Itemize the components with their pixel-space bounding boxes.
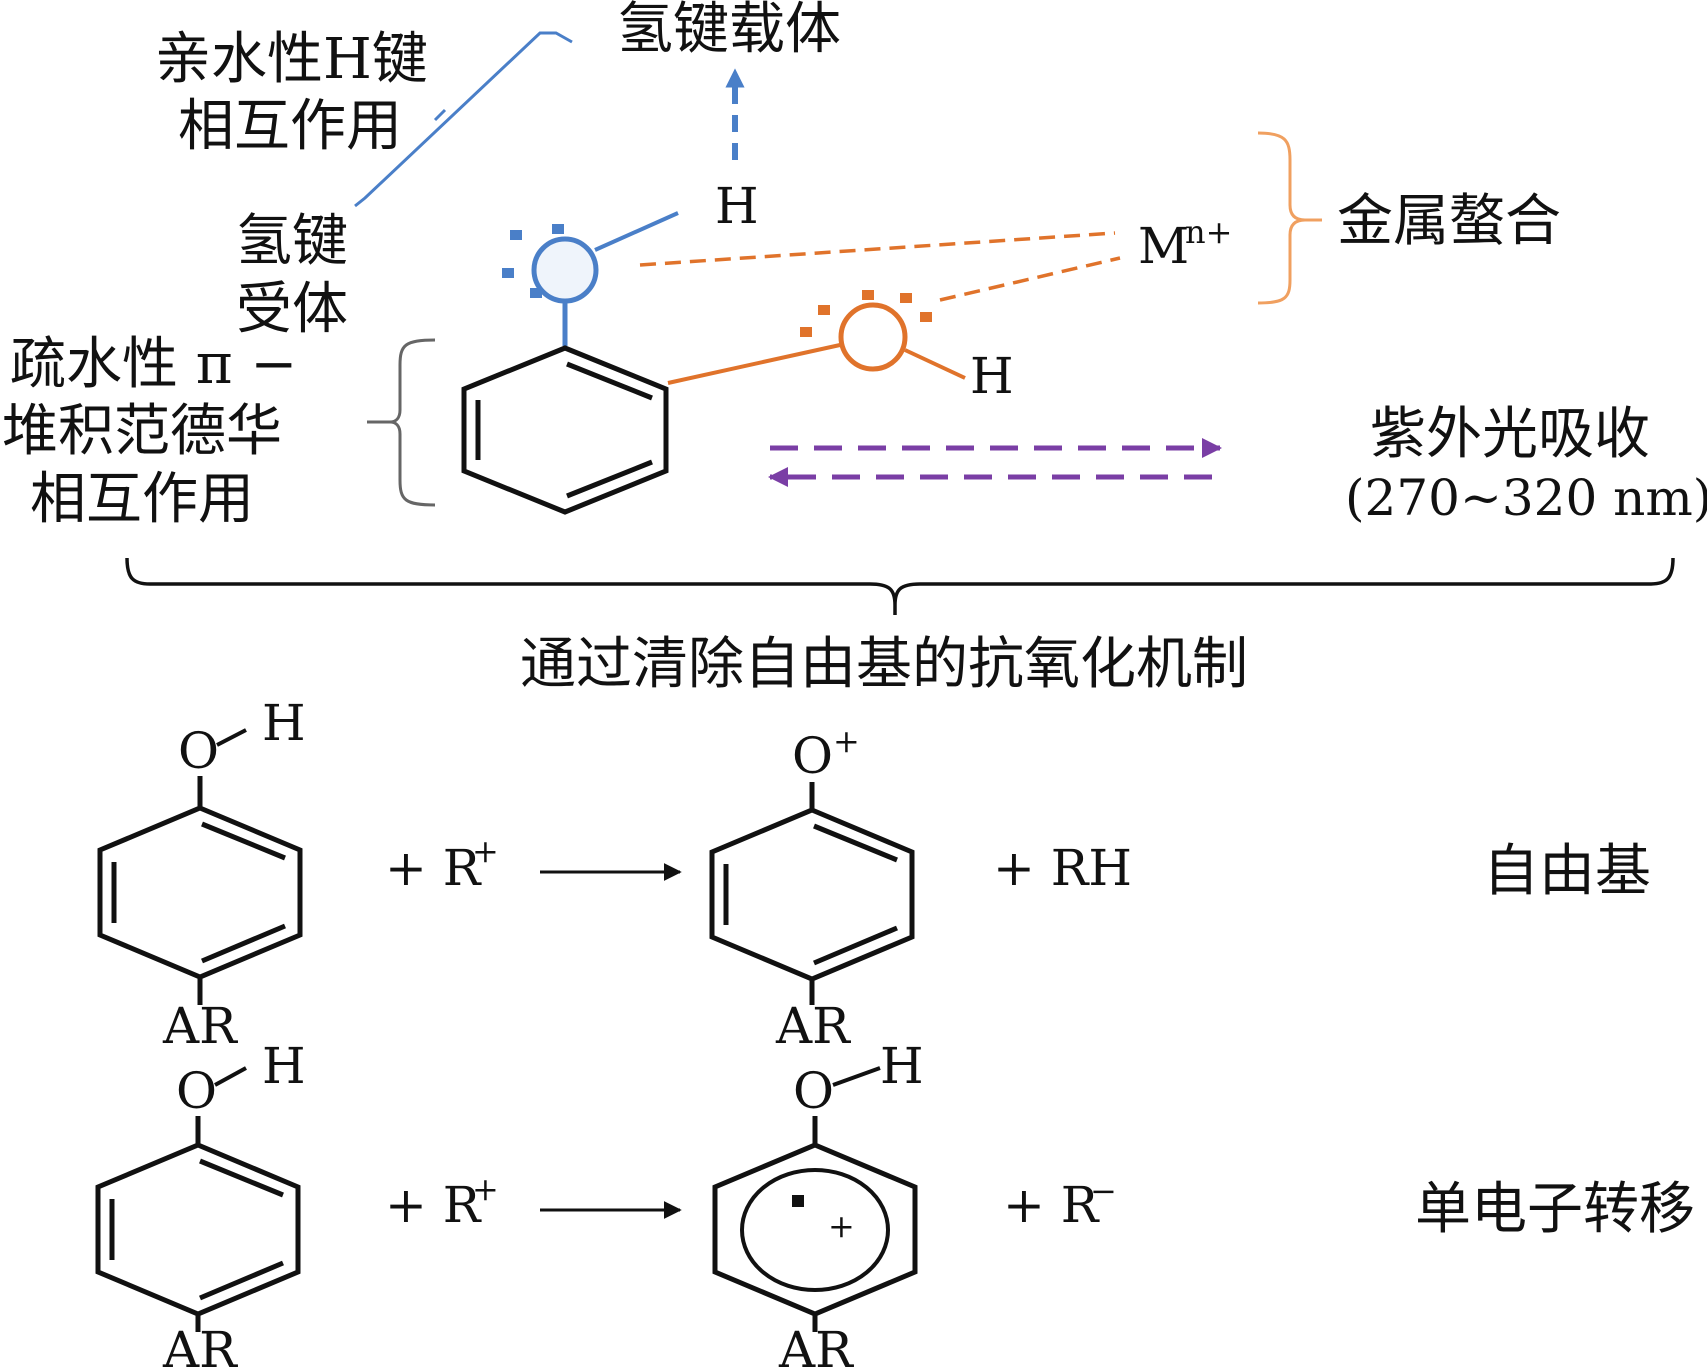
radical-dot <box>792 1195 804 1207</box>
product-phenoxy-cation: O + AR <box>709 722 915 1055</box>
metal-ion-charge: n+ <box>1185 213 1232 251</box>
aromatic-double-bond <box>199 1260 284 1301</box>
benzene-hexagon <box>95 1142 301 1317</box>
lone-pair-dot <box>510 230 522 240</box>
hydrophobic-label-line1: 疏水性 π − <box>10 332 297 397</box>
lone-pair-dot <box>900 293 912 303</box>
hydrophobic-label-line2: 堆积范德华 <box>2 399 282 464</box>
hydrophilic-leader-line <box>354 31 573 208</box>
lone-pair-dot <box>530 288 542 298</box>
mechanism-brace <box>125 557 1675 606</box>
ar-substituent: AR <box>778 1321 854 1370</box>
aromatic-double-bond <box>201 923 286 964</box>
h-bond-donor-label: 氢键载体 <box>617 0 841 62</box>
oh-bond <box>216 728 247 747</box>
blue-oxygen-atom <box>531 236 599 304</box>
metal-ion: M <box>1138 217 1189 275</box>
radical-charge: + <box>828 1207 855 1245</box>
product-radical-cation: O H + AR <box>712 1037 924 1370</box>
oh-bond <box>832 1066 881 1087</box>
free-radical-label: 自由基 <box>1483 839 1651 904</box>
oh-bond-orange <box>904 348 966 380</box>
hydrophilic-label-line1: 亲水性H键 <box>155 27 428 92</box>
benzene-hexagon <box>97 805 303 980</box>
reactant-phenol-1: O H AR <box>97 694 306 1055</box>
benzene-hexagon <box>461 345 669 515</box>
oxygen-charge: + <box>833 722 860 760</box>
aromatic-double-bond <box>566 361 653 401</box>
h-bond-acceptor-label-line1: 氢键 <box>236 209 348 274</box>
lone-pair-dot <box>552 224 564 234</box>
lone-pair-dot <box>920 312 932 322</box>
chelation-dashed-line-upper <box>639 231 1116 267</box>
ar-substituent: AR <box>775 997 851 1055</box>
aromatic-double-bond <box>813 925 898 966</box>
aromatic-double-bond <box>813 823 898 863</box>
oxygen-atom: O <box>792 727 833 785</box>
chelation-dashed-line-lower <box>939 256 1121 302</box>
oxygen-atom: O <box>176 1062 217 1120</box>
reaction-single-electron-transfer: O H AR + R + O H + AR + R − <box>95 1037 1695 1370</box>
single-electron-transfer-label: 单电子转移 <box>1415 1177 1695 1242</box>
product-term: + RH <box>993 839 1132 897</box>
uv-absorption-label: 紫外光吸收 <box>1370 402 1650 467</box>
ar-substituent: AR <box>162 997 238 1055</box>
reactant-charge: + <box>472 1170 499 1208</box>
hydrogen-atom-right: H <box>970 347 1014 405</box>
reactant-charge: + <box>472 832 499 870</box>
lone-pair-dot <box>502 268 514 278</box>
product-term: + R <box>1003 1176 1100 1234</box>
ring-o-bond-orange <box>667 343 841 385</box>
reactant-term: + R <box>385 1176 482 1234</box>
orange-oxygen-atom <box>838 302 908 372</box>
oh-bond <box>214 1066 247 1087</box>
oxygen-atom: O <box>178 722 219 780</box>
hydrophilic-label-line2: 相互作用 <box>178 94 402 159</box>
product-charge: − <box>1090 1172 1117 1210</box>
h-bond-acceptor-label-line2: 受体 <box>236 277 348 342</box>
hydrogen-atom: H <box>880 1037 924 1095</box>
aromatic-double-bond <box>201 821 286 861</box>
lone-pair-dot <box>862 290 874 300</box>
metal-chelation-bracket <box>1257 131 1306 305</box>
hydrogen-atom: H <box>262 1037 306 1095</box>
hydrophobic-label-line3: 相互作用 <box>30 467 254 532</box>
ar-substituent: AR <box>162 1321 238 1370</box>
orange-hydroxyl-group <box>667 290 966 385</box>
oxygen-atom: O <box>793 1062 834 1120</box>
hydrophilic-leader-tick <box>433 108 447 122</box>
uv-range-label: (270~320 nm) <box>1345 469 1707 527</box>
oh-bond-blue <box>594 211 679 252</box>
reactant-phenol-2: O H AR <box>95 1037 306 1370</box>
lone-pair-dot <box>800 327 812 337</box>
lone-pair-dot <box>818 305 830 315</box>
blue-oxygen-glow <box>533 238 597 302</box>
aromatic-double-bond <box>199 1158 284 1198</box>
reactant-term: + R <box>385 839 482 897</box>
hydrogen-atom: H <box>262 694 306 752</box>
benzene-hexagon <box>709 807 915 982</box>
hydrogen-atom-top: H <box>715 177 759 235</box>
reaction-free-radical: O H AR + R + O + AR + RH 自由基 <box>97 694 1651 1055</box>
mechanism-title: 通过清除自由基的抗氧化机制 <box>520 632 1248 697</box>
benzene-ring-top <box>461 345 669 515</box>
aromatic-double-bond <box>566 459 653 499</box>
blue-hydroxyl-group <box>502 211 679 346</box>
phenol-interaction-scheme: 氢键载体 亲水性H键 相互作用 氢键 受体 H M n+ 金属螯合 <box>2 0 1707 615</box>
delocalized-ring <box>740 1168 890 1292</box>
metal-chelation-label: 金属螯合 <box>1337 189 1561 254</box>
hydrophobic-bracket <box>389 338 436 507</box>
